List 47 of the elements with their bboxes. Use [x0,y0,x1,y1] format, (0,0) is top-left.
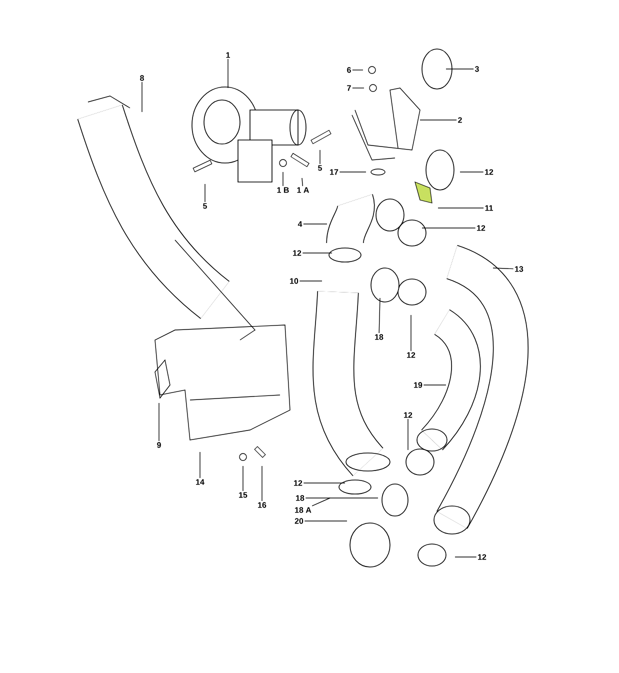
leader-line [302,178,304,186]
callout-number: 1 B [277,187,289,193]
leader-line [378,298,380,334]
leader-line [158,402,160,442]
leader-line [446,68,474,70]
leader-line [302,252,332,254]
callout-number: 4 [298,221,302,227]
leader-line [454,556,477,558]
callout-number: 12 [485,169,494,175]
callout-number: 17 [330,169,338,175]
callout-number: 18 [375,334,384,340]
callout-number: 8 [140,75,144,81]
callout-number: 15 [239,492,248,498]
callout-number: 18 A [295,507,312,513]
callout-number: 14 [196,479,204,485]
callout-number: 3 [474,66,479,72]
callout-number: 10 [290,278,298,284]
leader-line [410,314,412,352]
leader-line [423,384,446,386]
callout-number: 13 [515,266,524,272]
leader-line [303,482,346,484]
callout-number: 9 [157,442,161,448]
leader-line [282,172,284,186]
callout-number: 18 [296,495,304,501]
callout-number: 20 [294,518,304,524]
leader-line [492,268,514,270]
callout-number: 7 [347,85,351,91]
callout-number: 5 [203,203,207,209]
callout-number: 1 A [297,187,309,193]
callout-number: 12 [404,412,412,418]
callout-number: 16 [258,502,266,508]
callout-number: 12 [478,554,486,560]
callout-number: 12 [293,250,302,256]
callout-number: 2 [458,117,462,123]
callout-number: 11 [485,205,493,211]
callout-number: 1 [226,52,230,58]
callout-number: 5 [318,165,322,171]
callout-number: 12 [294,480,302,486]
leader-line [304,520,348,522]
callout-number: 12 [477,225,486,231]
leader-line [299,280,322,282]
callout-number: 12 [407,352,416,358]
callout-number: 6 [347,67,351,73]
callout-number: 19 [414,382,422,388]
leader-line [242,466,244,492]
leader-line [312,498,330,506]
leader-line [204,184,206,202]
